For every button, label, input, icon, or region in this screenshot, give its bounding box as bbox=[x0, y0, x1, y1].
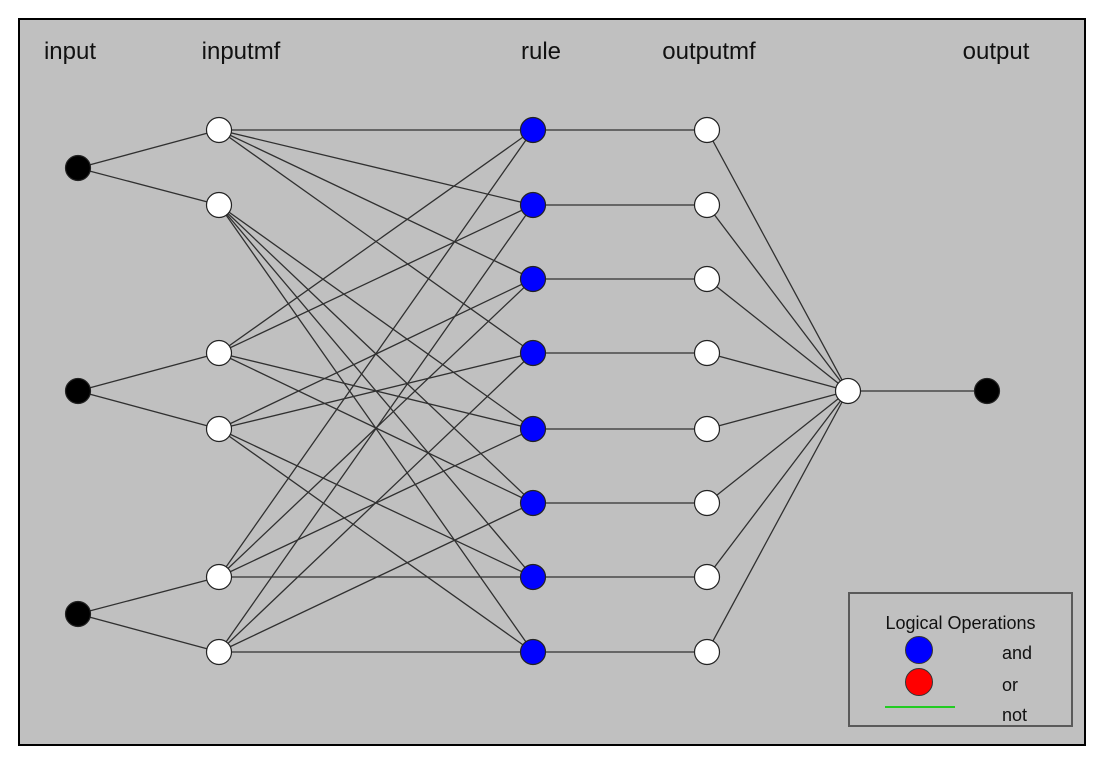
edge-inputmf-rule bbox=[218, 204, 534, 430]
inputmf-node bbox=[205, 191, 233, 219]
outputmf-node bbox=[693, 415, 721, 443]
edge-outputmf-aggregate bbox=[706, 278, 849, 392]
legend-not-label: not bbox=[1002, 705, 1028, 725]
rule-node bbox=[519, 638, 547, 666]
edge-outputmf-aggregate bbox=[706, 204, 849, 392]
legend-title: Logical Operations bbox=[885, 613, 1036, 633]
legend-box: Logical Operations and or not bbox=[848, 592, 1073, 727]
layer-label-outputmf: outputmf bbox=[662, 38, 756, 65]
edge-input-inputmf bbox=[77, 167, 220, 206]
outputmf-node bbox=[693, 191, 721, 219]
edge-outputmf-aggregate bbox=[706, 352, 849, 392]
edge-outputmf-aggregate bbox=[706, 390, 849, 430]
rule-node bbox=[519, 415, 547, 443]
edge-inputmf-rule bbox=[218, 129, 534, 280]
edge-inputmf-rule bbox=[218, 129, 534, 354]
edge-input-inputmf bbox=[77, 129, 220, 169]
edge-outputmf-aggregate bbox=[706, 390, 849, 653]
rule-node bbox=[519, 191, 547, 219]
inputmf-node bbox=[205, 415, 233, 443]
legend-not-swatch bbox=[885, 706, 955, 708]
output-node bbox=[973, 377, 1001, 405]
edge-outputmf-aggregate bbox=[706, 390, 849, 504]
edge-input-inputmf bbox=[77, 576, 220, 615]
edge-outputmf-aggregate bbox=[706, 129, 849, 392]
aggregation-node bbox=[834, 377, 862, 405]
outputmf-node bbox=[693, 489, 721, 517]
layer-label-input: input bbox=[43, 38, 97, 65]
inputmf-node bbox=[205, 563, 233, 591]
rule-node bbox=[519, 563, 547, 591]
outputmf-node bbox=[693, 638, 721, 666]
outputmf-node bbox=[693, 339, 721, 367]
edge-outputmf-aggregate bbox=[706, 390, 849, 578]
edge-inputmf-rule bbox=[218, 204, 534, 504]
rule-node bbox=[519, 489, 547, 517]
edge-input-inputmf bbox=[77, 613, 220, 653]
edge-inputmf-rule bbox=[218, 204, 534, 653]
edge-input-inputmf bbox=[77, 390, 220, 430]
inputmf-node bbox=[205, 116, 233, 144]
layer-label-inputmf: inputmf bbox=[201, 38, 281, 65]
input-node bbox=[64, 154, 92, 182]
legend-or-swatch bbox=[905, 668, 933, 696]
layer-label-rule: rule bbox=[520, 38, 562, 65]
edge-input-inputmf bbox=[77, 352, 220, 392]
legend-or-label: or bbox=[1002, 675, 1019, 695]
legend-and-swatch bbox=[905, 636, 933, 664]
edge-inputmf-rule bbox=[218, 204, 534, 578]
input-node bbox=[64, 377, 92, 405]
outputmf-node bbox=[693, 116, 721, 144]
edge-inputmf-rule bbox=[218, 129, 534, 206]
outputmf-node bbox=[693, 265, 721, 293]
edge-inputmf-rule bbox=[218, 428, 534, 653]
input-node bbox=[64, 600, 92, 628]
rule-node bbox=[519, 339, 547, 367]
legend-and-label: and bbox=[1002, 643, 1033, 663]
layer-label-output: output bbox=[962, 38, 1030, 65]
rule-node bbox=[519, 265, 547, 293]
edge-inputmf-rule bbox=[218, 204, 534, 354]
outputmf-node bbox=[693, 563, 721, 591]
inputmf-node bbox=[205, 339, 233, 367]
inputmf-node bbox=[205, 638, 233, 666]
edge-inputmf-rule bbox=[218, 428, 534, 578]
rule-node bbox=[519, 116, 547, 144]
